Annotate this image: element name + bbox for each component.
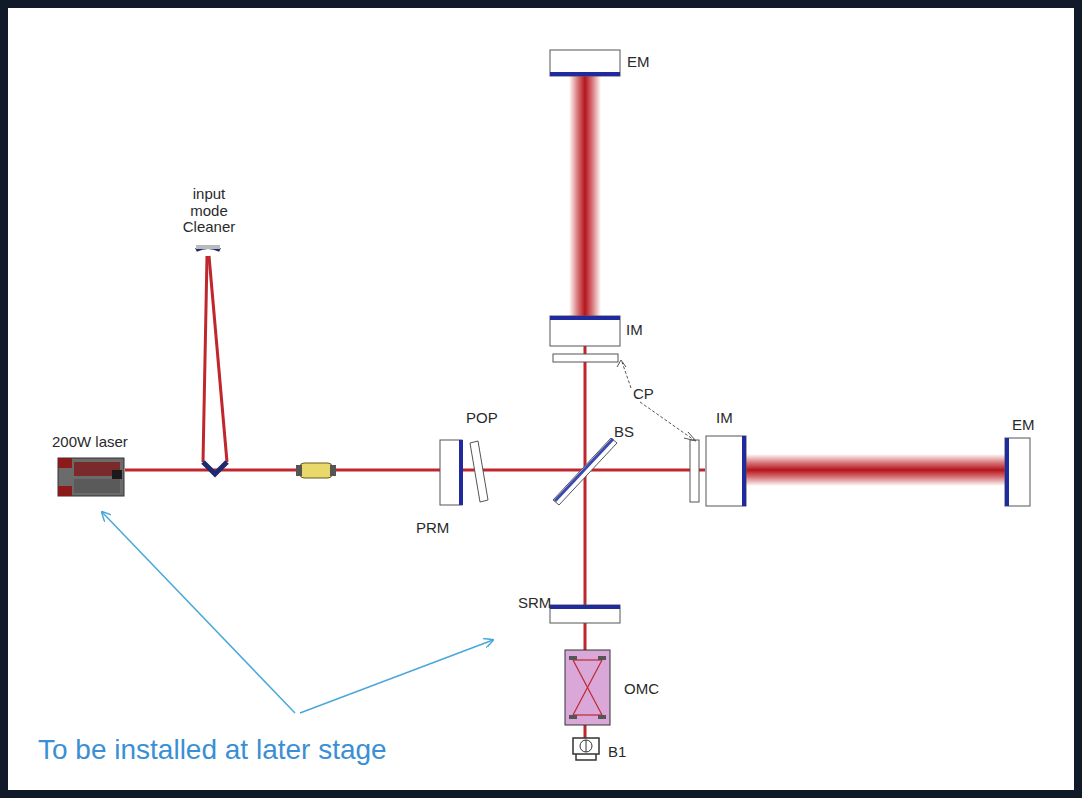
detector-label: B1 — [608, 744, 626, 761]
component-label: 200W laser — [52, 434, 128, 451]
mirror-label: IM — [716, 410, 733, 427]
mirror-label: EM — [627, 54, 650, 71]
component-label: CP — [633, 386, 654, 403]
laser-symbol — [58, 458, 124, 496]
white-panel — [8, 8, 1074, 790]
component-label: POP — [466, 410, 498, 427]
mirror-label: IM — [626, 322, 643, 339]
mirror-label: PRM — [416, 520, 449, 537]
component-label: BS — [614, 424, 634, 441]
component-label: input mode Cleaner — [178, 186, 240, 236]
component-label: OMC — [624, 681, 659, 698]
mirror-label: EM — [1012, 417, 1035, 434]
mirror-label: SRM — [518, 595, 551, 612]
note-text: To be installed at later stage — [38, 735, 387, 766]
